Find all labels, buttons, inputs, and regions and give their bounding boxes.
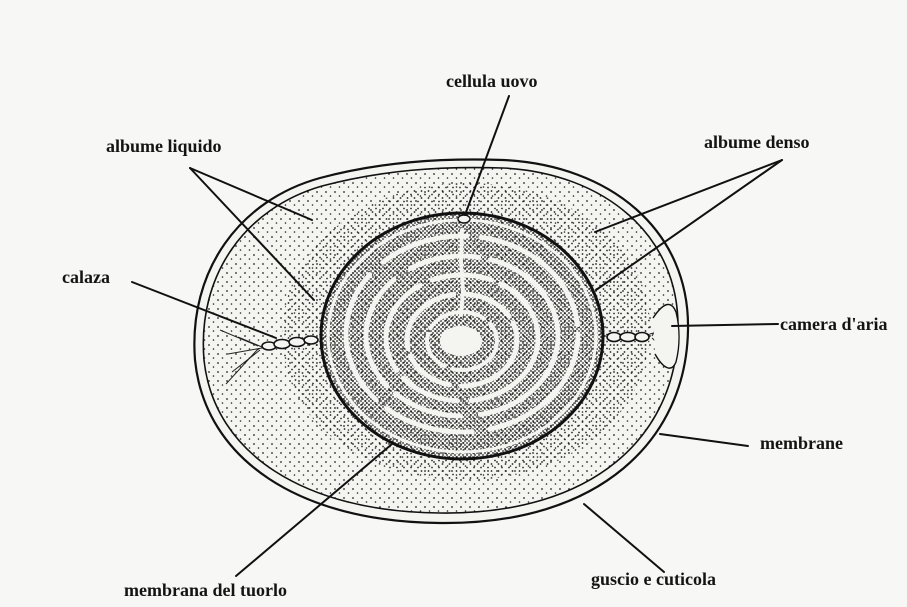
chalaza-right — [607, 333, 649, 342]
leader-albume-denso-1 — [595, 160, 782, 232]
latebra — [440, 326, 482, 356]
label-albume-denso: albume denso — [704, 133, 810, 151]
label-cellula-uovo: cellula uovo — [446, 72, 538, 90]
label-camera-aria: camera d'aria — [780, 315, 887, 333]
label-guscio-cuticola: guscio e cuticola — [591, 570, 716, 588]
label-membrana-tuorlo: membrana del tuorlo — [124, 581, 287, 599]
label-albume-liquido: albume liquido — [106, 137, 222, 155]
leader-guscio-cuticola — [584, 504, 664, 572]
label-calaza: calaza — [62, 268, 110, 286]
leader-membrane — [660, 434, 748, 446]
germinal-disc — [458, 215, 470, 223]
label-membrane: membrane — [760, 434, 843, 452]
